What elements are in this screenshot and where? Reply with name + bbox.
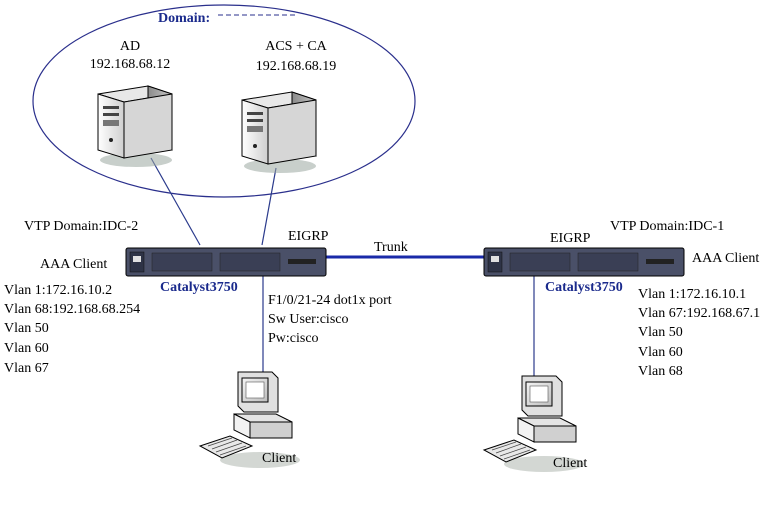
- right-vtp-domain: VTP Domain:IDC-1: [610, 219, 725, 234]
- left-eigrp-label: EIGRP: [288, 229, 329, 244]
- acs-server-icon: [241, 91, 317, 174]
- right-switch-icon: [483, 247, 685, 277]
- right-eigrp-label: EIGRP: [550, 231, 591, 246]
- ad-server-name: AD: [119, 39, 141, 54]
- acs-server-ip: 192.168.68.19: [255, 59, 337, 74]
- right-vlan-item: Vlan 68: [638, 364, 683, 379]
- port-info-dot1x: F1/0/21-24 dot1x port: [268, 293, 392, 308]
- left-vlan-item: Vlan 50: [4, 321, 49, 336]
- right-aaa-client-label: AAA Client: [692, 251, 760, 266]
- ad-server-icon: [97, 85, 173, 168]
- left-switch-model: Catalyst3750: [160, 280, 238, 295]
- left-vlan-item: Vlan 67: [4, 361, 49, 376]
- right-client-label: Client: [553, 456, 588, 471]
- right-switch-model: Catalyst3750: [545, 280, 623, 295]
- left-aaa-client-label: AAA Client: [40, 257, 108, 272]
- right-vlan-item: Vlan 67:192.168.67.1: [638, 306, 761, 321]
- left-client-label: Client: [262, 451, 297, 466]
- acs-to-switch-link: [261, 167, 277, 246]
- left-vlan-item: Vlan 1:172.16.10.2: [4, 283, 113, 298]
- right-vlan-item: Vlan 50: [638, 325, 683, 340]
- trunk-label: Trunk: [374, 240, 408, 255]
- port-info-user: Sw User:cisco: [268, 312, 349, 327]
- right-vlan-item: Vlan 1:172.16.10.1: [638, 287, 747, 302]
- left-vlan-item: Vlan 68:192.168.68.254: [4, 302, 141, 317]
- right-vlan-item: Vlan 60: [638, 345, 683, 360]
- left-switch-icon: [125, 247, 327, 277]
- domain-boundary: [32, 4, 416, 198]
- left-vlan-item: Vlan 60: [4, 341, 49, 356]
- acs-server-name: ACS + CA: [265, 39, 327, 54]
- ad-to-switch-link: [150, 157, 201, 246]
- ad-server-ip: 192.168.68.12: [89, 57, 171, 72]
- domain-label: Domain:: [158, 11, 211, 26]
- port-info-password: Pw:cisco: [268, 331, 319, 346]
- left-vtp-domain: VTP Domain:IDC-2: [24, 219, 139, 234]
